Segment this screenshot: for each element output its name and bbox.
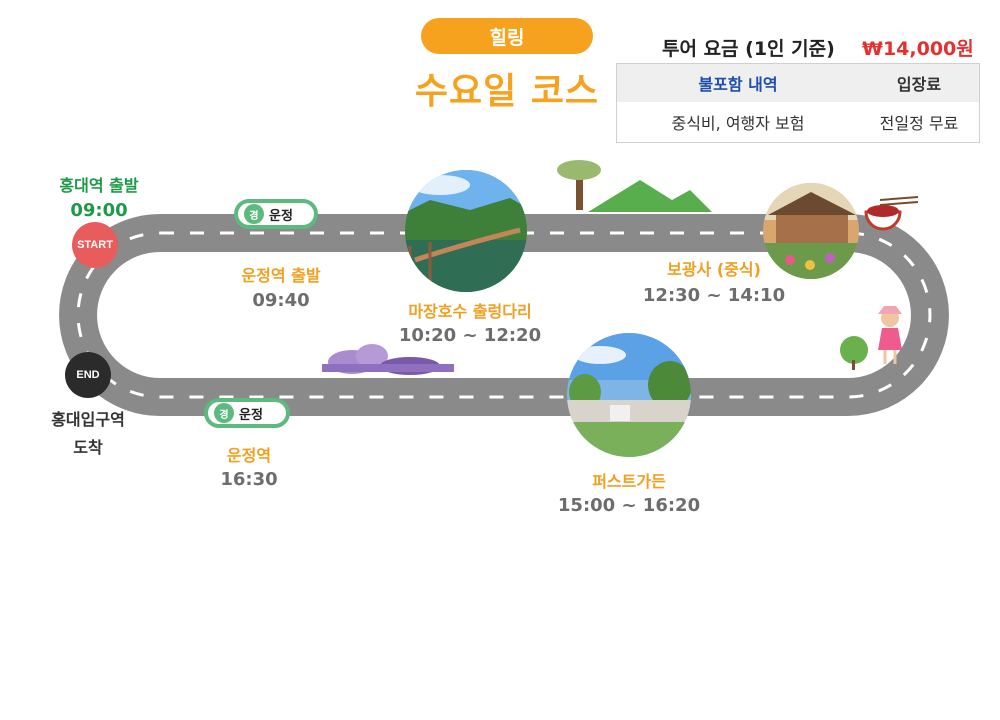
theme-label: 힐링 [489,26,525,49]
stop-name-unjeong-end: 운정역 [226,446,272,465]
end-location-name: 홍대입구역 [51,410,125,429]
start-badge-label: START [77,239,113,251]
traveler-woman-icon [840,306,902,370]
end-location-suffix: 도착 [73,438,103,457]
stop-pill-label: 운정 [239,407,263,423]
end-badge: END [65,352,111,398]
theme-pill: 힐링 [421,18,593,54]
noodle-bowl-icon [864,196,919,231]
fee-label: 투어 요금 (1인 기준) [662,38,835,60]
stop-time-bogwangsa: 12:30 ~ 14:10 [642,285,786,306]
fee-table-admission-value: 전일정 무료 [879,114,959,133]
gyeonggi-mark-icon: 경 [214,403,234,423]
fee-table-header-admission: 입장료 [896,75,942,94]
stop-time-first-garden: 15:00 ~ 16:20 [557,495,701,516]
stop-pill-unjeong-start: 경 운정 [234,199,318,229]
fee-table-excluded-value: 중식비, 여행자 보험 [671,114,805,133]
start-location-name: 홍대역 출발 [59,176,139,195]
tree-icon [557,160,601,210]
stop-time-unjeong-end: 16:30 [220,469,278,490]
fee-table: 불포함 내역 입장료 중식비, 여행자 보험 전일정 무료 [616,63,980,143]
fee-table-header-row [617,64,979,102]
garden-photo [567,333,691,457]
course-title: 수요일 코스 [414,71,600,112]
stop-name-first-garden: 퍼스트가든 [592,472,666,491]
road-center-line [76,231,932,399]
start-badge: START [72,222,118,268]
purple-bush-icon [322,344,454,375]
suspension-bridge-photo [405,170,527,292]
stop-name-unjeong-start: 운정역 출발 [241,266,321,285]
stop-pill-label: 운정 [269,208,293,224]
mountain-icon [588,180,712,212]
fee-amount: ₩14,000원 [862,38,974,60]
stop-time-majang-lake: 10:20 ~ 12:20 [398,325,542,346]
stop-time-unjeong-start: 09:40 [252,290,310,311]
fee-table-header-excluded: 불포함 내역 [698,75,778,94]
stop-name-majang-lake: 마장호수 출렁다리 [408,302,532,321]
stop-name-bogwangsa: 보광사 (중식) [667,260,761,279]
stop-pill-unjeong-end: 경 운정 [204,398,290,428]
start-time: 09:00 [70,200,128,221]
gyeonggi-mark-icon: 경 [244,204,264,224]
end-badge-label: END [76,369,100,381]
